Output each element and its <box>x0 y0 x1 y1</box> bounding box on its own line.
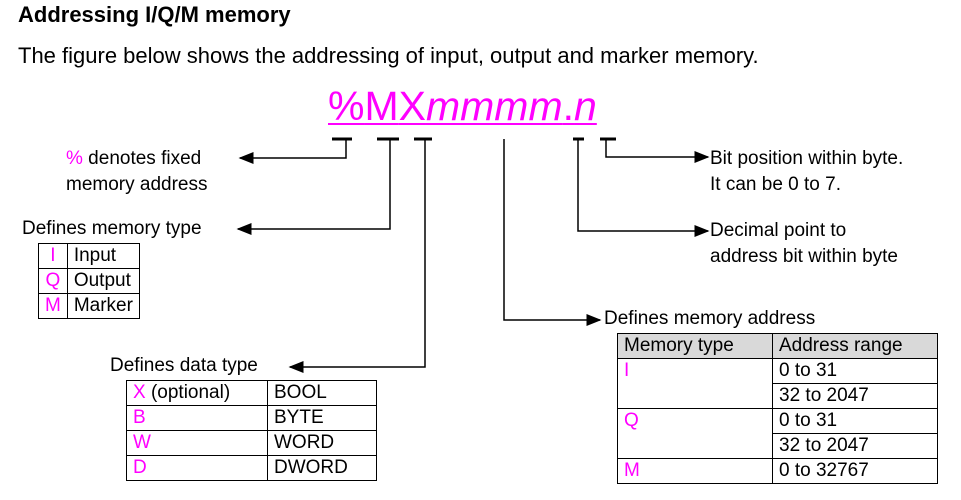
bit-position-label: Bit position within byte. It can be 0 to… <box>710 148 904 195</box>
memory-address-label: Defines memory address <box>604 308 816 329</box>
formula-data-type: X <box>398 83 426 129</box>
section-heading: Addressing I/Q/M memory <box>18 2 291 27</box>
arrow-decimal <box>577 139 710 237</box>
formula-address: mmmm <box>425 83 563 129</box>
table-row: 32 to 2047 <box>618 383 938 409</box>
table-row: X (optional)BOOL <box>126 380 377 406</box>
formula-bit: n <box>574 83 597 129</box>
intro-text: The figure below shows the addressing of… <box>18 43 759 68</box>
arrow-memory-address <box>503 139 602 326</box>
formula-percent: % <box>328 83 365 129</box>
table-header-row: Memory type Address range <box>617 333 938 359</box>
formula-memory-type: M <box>364 83 399 129</box>
column-header-address-range: Address range <box>772 333 938 359</box>
arrow-memory-type <box>236 139 391 235</box>
arrow-data-type <box>288 139 426 373</box>
column-header-memory-type: Memory type <box>617 333 773 359</box>
arrow-bit <box>605 139 710 163</box>
arrow-fixed <box>238 139 347 164</box>
decimal-point-label: Decimal point to address bit within byte <box>710 220 898 267</box>
formula-dot: . <box>562 83 575 129</box>
fixed-address-label: % denotes fixed memory address <box>66 148 208 195</box>
address-format-formula: %MXmmmm.n <box>328 86 597 127</box>
memory-type-label: Defines memory type <box>22 218 202 239</box>
data-type-label: Defines data type <box>110 355 258 376</box>
